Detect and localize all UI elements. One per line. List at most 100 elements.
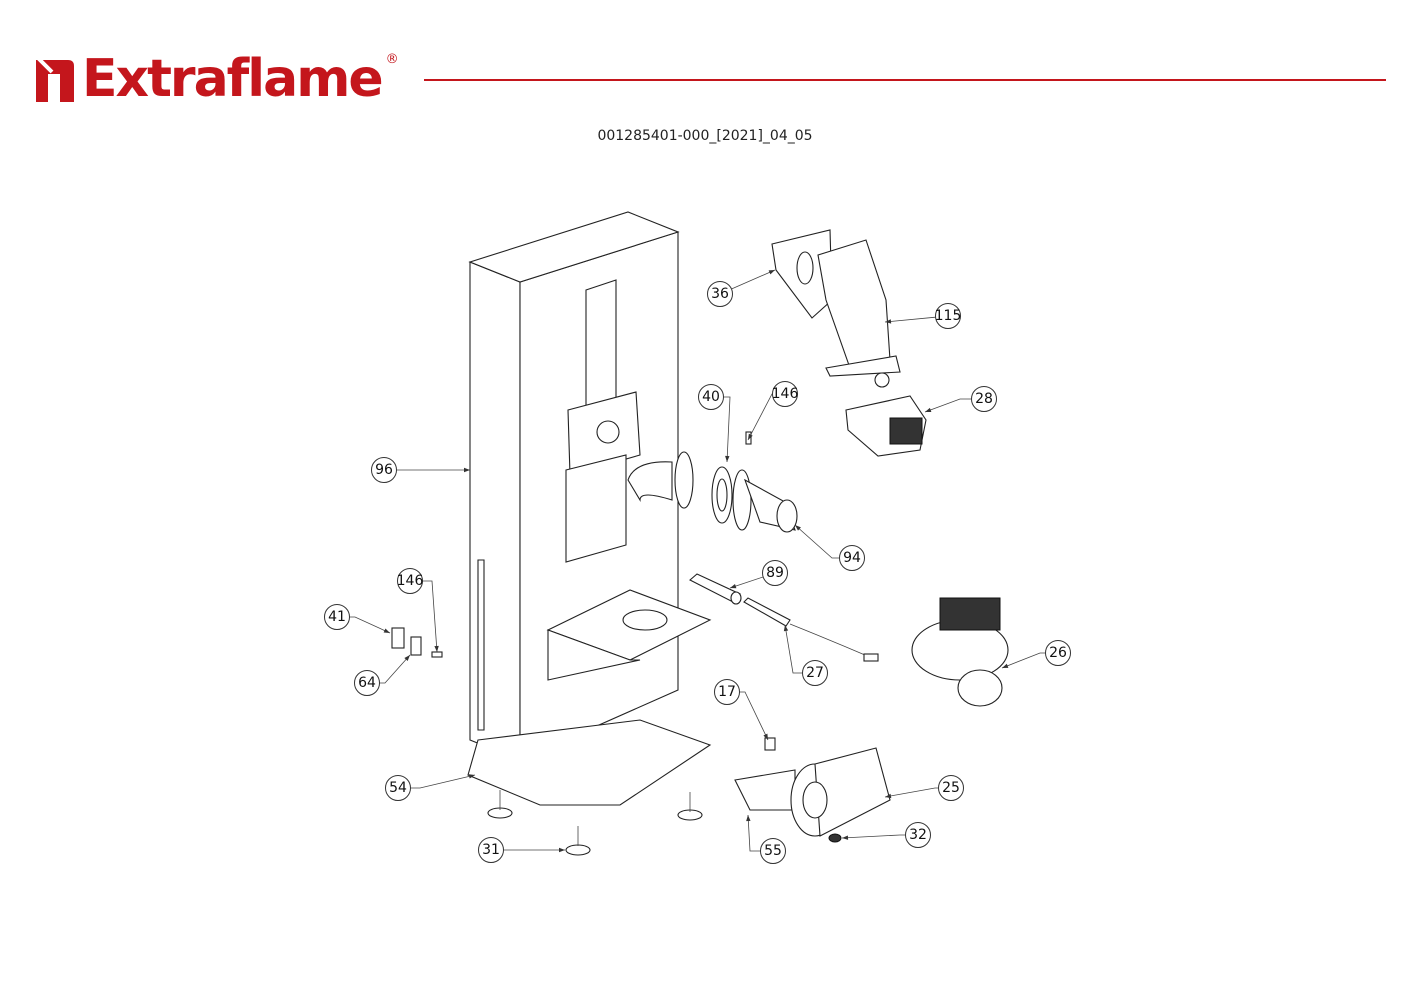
callout-32: 32 <box>841 822 931 848</box>
arrowhead <box>795 525 801 531</box>
callout-64: 64 <box>354 654 411 696</box>
callout-label: 96 <box>375 462 393 478</box>
callout-label: 146 <box>772 386 799 402</box>
callout-circle <box>698 384 724 410</box>
callout-circle <box>397 568 423 594</box>
leader-line <box>784 624 803 674</box>
arrowhead <box>885 793 892 799</box>
leader-line <box>884 787 939 798</box>
leader-line <box>422 580 438 653</box>
part-bracket-64 <box>410 636 422 656</box>
callout-circle <box>839 545 865 571</box>
callout-label: 115 <box>935 308 962 324</box>
callout-circle <box>971 386 997 412</box>
arrowhead <box>748 433 753 440</box>
callout-115: 115 <box>884 303 962 329</box>
part-fan-26 <box>911 597 1009 707</box>
callout-label: 32 <box>909 827 927 843</box>
arrowhead <box>746 815 751 822</box>
part-igniter-27 <box>743 597 879 662</box>
callout-label: 31 <box>482 842 500 858</box>
arrowhead <box>842 835 849 840</box>
callout-circle <box>385 775 411 801</box>
callout-circle <box>935 303 961 329</box>
leader-line <box>747 814 761 852</box>
arrowhead <box>885 319 892 324</box>
leader-line <box>884 316 936 323</box>
leader-line <box>723 396 731 463</box>
registered-mark: ® <box>385 52 399 67</box>
callout-circle <box>354 670 380 696</box>
callout-circle <box>1045 640 1071 666</box>
callout-label: 40 <box>702 389 720 405</box>
callout-circle <box>478 837 504 863</box>
callout-circle <box>762 560 788 586</box>
arrowhead <box>768 270 775 275</box>
callout-41: 41 <box>324 604 391 634</box>
callout-label: 27 <box>806 665 824 681</box>
callout-54: 54 <box>385 774 476 801</box>
callout-26: 26 <box>1001 640 1071 669</box>
leader-line <box>379 654 411 684</box>
leader-line <box>747 393 773 441</box>
part-tube-94 <box>732 469 798 533</box>
callout-label: 54 <box>389 780 407 796</box>
callout-28: 28 <box>924 386 997 413</box>
callout-circle <box>324 604 350 630</box>
arrowhead <box>383 628 390 633</box>
leader-line <box>794 524 840 559</box>
arrowhead <box>783 625 789 632</box>
leader-line <box>739 691 769 741</box>
callout-25: 25 <box>884 775 964 801</box>
callout-31: 31 <box>478 837 565 863</box>
callout-89: 89 <box>729 560 788 589</box>
callout-circle <box>802 660 828 686</box>
arrowhead <box>404 655 410 661</box>
callout-146: 146 <box>397 568 439 653</box>
callout-circle <box>707 281 733 307</box>
leader-line <box>1001 652 1046 669</box>
brand-name: Extraflame <box>82 49 384 109</box>
arrowhead <box>725 455 730 462</box>
leader-line <box>349 616 391 634</box>
part-clip-17 <box>764 737 776 751</box>
callout-label: 25 <box>942 780 960 796</box>
callout-circle <box>714 679 740 705</box>
callout-circle <box>938 775 964 801</box>
arrowhead <box>763 733 768 740</box>
callout-label: 41 <box>328 609 346 625</box>
callout-36: 36 <box>707 269 776 307</box>
callout-label: 55 <box>764 843 782 859</box>
leader-line <box>410 774 476 789</box>
part-motor-28 <box>845 395 927 457</box>
header-rule <box>424 79 1386 81</box>
part-chute-115 <box>817 239 901 388</box>
arrowhead <box>730 584 737 589</box>
callout-17: 17 <box>714 679 769 741</box>
callout-label: 146 <box>397 573 424 589</box>
logo-mark-icon <box>34 54 74 102</box>
callout-circle <box>772 381 798 407</box>
arrowhead <box>468 774 475 779</box>
callout-label: 64 <box>358 675 376 691</box>
callout-circle <box>760 838 786 864</box>
callout-circle <box>905 822 931 848</box>
callout-40: 40 <box>698 384 731 463</box>
arrowhead <box>434 645 439 652</box>
callout-label: 94 <box>843 550 861 566</box>
part-blower-25 <box>734 747 891 837</box>
brand-logo: Extraflame ® <box>34 50 399 108</box>
callout-94: 94 <box>794 524 865 571</box>
callout-circle <box>371 457 397 483</box>
arrowhead <box>559 847 565 853</box>
arrowhead <box>1002 663 1009 668</box>
callout-label: 26 <box>1049 645 1067 661</box>
leader-line <box>841 834 906 839</box>
leader-line <box>924 398 972 413</box>
callout-55: 55 <box>746 814 786 864</box>
part-bracket-41 <box>391 627 405 649</box>
part-grommet-32 <box>828 833 842 843</box>
callout-label: 89 <box>766 565 784 581</box>
part-frame <box>467 211 712 806</box>
